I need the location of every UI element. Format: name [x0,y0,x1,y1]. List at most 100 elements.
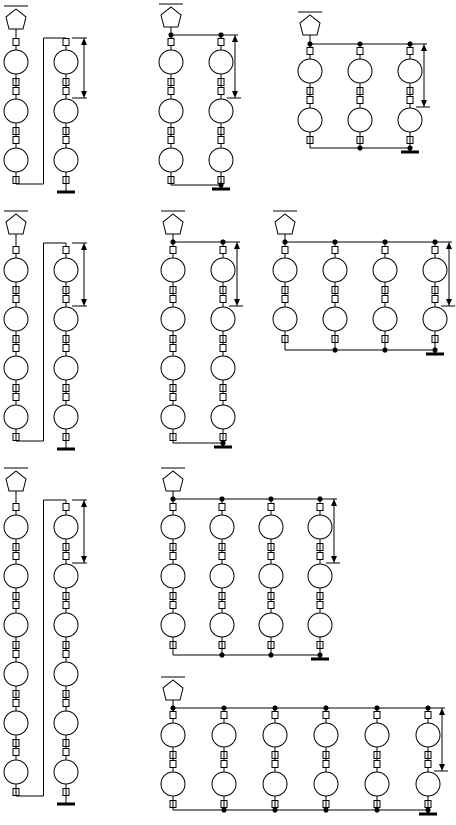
pentagon-source-icon [5,8,27,30]
span-head-down [81,299,87,306]
circle-module-icon [415,771,441,797]
span-head-down [331,556,337,563]
module-column [158,35,184,185]
module-column [160,242,186,443]
rectangular-connector-icon [169,760,177,768]
junction-dot-icon [268,652,274,658]
circle-module-icon [53,257,79,283]
circle-module-icon [422,306,448,332]
rectangular-connector-icon [12,503,20,511]
rectangular-connector-icon [169,393,177,401]
rectangular-connector-icon [12,344,20,352]
rectangular-connector-icon [431,246,439,254]
junction-dot-icon [221,807,227,813]
circle-module-icon [210,306,236,332]
junction-dot-icon [407,41,413,47]
circle-module-icon [262,771,288,797]
span-head-up [81,243,87,250]
junction-dot-icon [268,496,274,502]
rectangular-connector-icon [12,295,20,303]
junction-dot-icon [170,705,176,711]
rectangular-connector-icon [12,552,20,560]
rectangular-connector-icon [381,295,389,303]
junction-dot-icon [218,32,224,38]
module-column [313,708,339,810]
rectangular-connector-icon [373,711,381,719]
circle-module-icon [364,771,390,797]
junction-dot-icon [432,347,438,353]
circle-module-icon [53,563,79,589]
rectangular-connector-icon [219,393,227,401]
junction-dot-icon [382,239,388,245]
circle-module-icon [211,722,237,748]
junction-dot-icon [272,705,278,711]
pentagon-source-icon [162,213,184,235]
rectangular-connector-icon [220,711,228,719]
module-column [53,38,79,192]
module-column [307,499,333,655]
circle-module-icon [3,710,29,736]
circle-module-icon [160,257,186,283]
circle-module-icon [3,98,29,124]
module-column [3,29,29,184]
circle-module-icon [347,107,373,133]
circle-module-icon [322,306,348,332]
circle-module-icon [53,514,79,540]
circle-module-icon [210,355,236,381]
module-column [422,242,448,350]
rectangular-connector-icon [12,601,20,609]
circle-module-icon [53,49,79,75]
pentagon-source-icon [274,213,296,235]
circle-module-icon [208,147,234,173]
rectangular-connector-icon [217,136,225,144]
circle-module-icon [297,107,323,133]
circle-module-icon [53,147,79,173]
double-arrow-dimension-icon [78,242,87,307]
circle-module-icon [272,306,298,332]
circle-module-icon [209,612,235,638]
circle-module-icon [160,722,186,748]
circle-module-icon [160,355,186,381]
module-column [347,44,373,148]
module-column [297,44,323,148]
rectangular-connector-icon [12,38,20,46]
junction-dot-icon [382,347,388,353]
rectangular-connector-icon [12,87,20,95]
circle-module-icon [322,257,348,283]
diagram-d4 [3,210,87,451]
rectangular-connector-icon [169,344,177,352]
span-head-down [421,100,427,107]
rectangular-connector-icon [356,96,364,104]
junction-dot-icon [374,705,380,711]
span-head-up [232,35,238,42]
junction-dot-icon [317,652,323,658]
double-arrow-dimension-icon [443,241,452,307]
circle-module-icon [160,612,186,638]
rectangular-connector-icon [167,87,175,95]
circle-module-icon [3,404,29,430]
junction-dot-icon [357,41,363,47]
module-column [372,242,398,350]
diagram-d5 [160,210,243,449]
circle-module-icon [211,771,237,797]
junction-dot-icon [332,347,338,353]
rectangular-connector-icon [62,246,70,254]
circle-module-icon [53,306,79,332]
rectangular-connector-icon [62,344,70,352]
junction-dot-icon [282,239,288,245]
circle-module-icon [364,722,390,748]
circle-module-icon [158,49,184,75]
rectangular-connector-icon [331,295,339,303]
junction-dot-icon [307,41,313,47]
rectangular-connector-icon [306,47,314,55]
rectangular-connector-icon [316,503,324,511]
junction-dot-icon [221,705,227,711]
circle-module-icon [422,257,448,283]
circle-module-icon [307,563,333,589]
rectangular-connector-icon [12,650,20,658]
rectangular-connector-icon [424,760,432,768]
rectangular-connector-icon [62,87,70,95]
span-head-down [234,299,240,306]
circle-module-icon [208,98,234,124]
rectangular-connector-icon [169,246,177,254]
